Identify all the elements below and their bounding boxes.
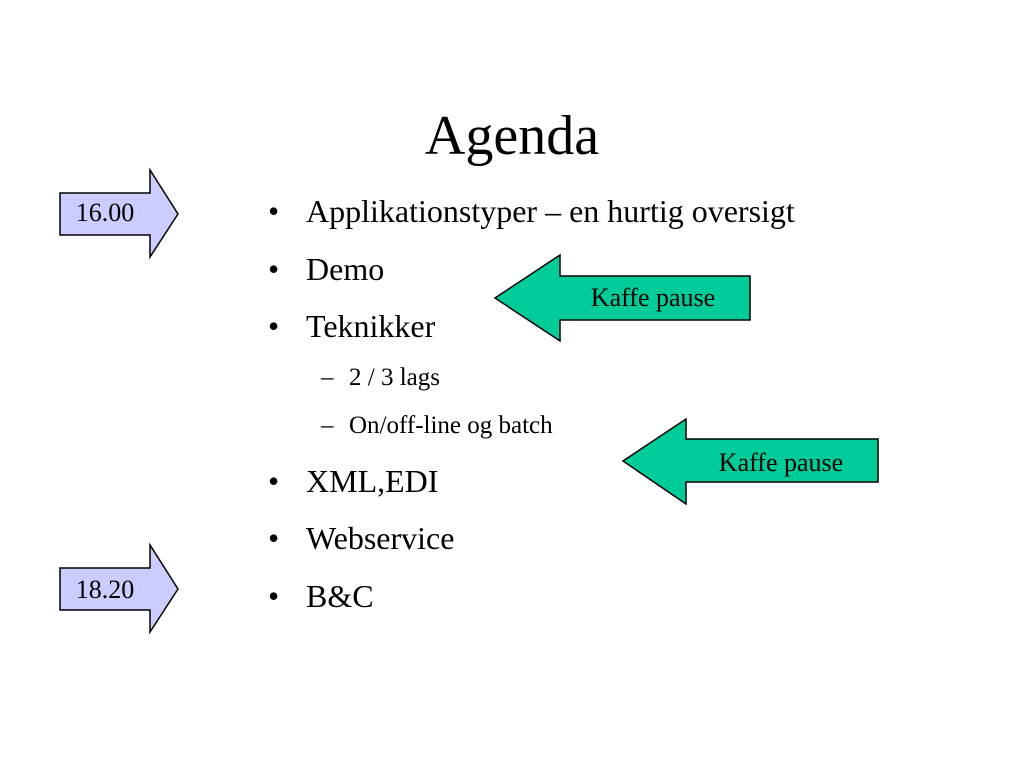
break-arrow: Kaffe pause <box>621 417 883 506</box>
break-label: Kaffe pause <box>590 283 716 312</box>
sub-bullet-marker: – <box>321 412 334 439</box>
bullet-text: Applikationstyper – en hurtig oversigt <box>306 193 795 229</box>
sub-bullet-item: – 2 / 3 lags <box>321 362 440 394</box>
left-arrow-shape <box>493 253 751 343</box>
bullet-text: B&C <box>306 578 374 614</box>
bullet-text: XML,EDI <box>306 463 439 499</box>
bullet-text: Demo <box>306 251 385 287</box>
bullet-item: • Demo <box>268 249 385 289</box>
break-arrow: Kaffe pause <box>493 253 755 344</box>
bullet-item: • Applikationstyper – en hurtig oversigt <box>268 191 795 231</box>
sub-bullet-item: – On/off-line og batch <box>321 410 553 442</box>
sub-bullet-text: On/off-line og batch <box>349 412 553 439</box>
slide-title: Agenda <box>424 105 600 167</box>
right-arrow-shape <box>59 542 179 635</box>
bullet-item: • Teknikker <box>268 306 436 346</box>
bullet-item: • XML,EDI <box>268 461 439 501</box>
right-arrow-icon <box>59 542 179 635</box>
start-time-arrow: 16.00 <box>59 167 180 260</box>
left-arrow-icon <box>621 417 879 506</box>
bullet-marker: • <box>268 578 280 614</box>
start-time-label: 16.00 <box>75 198 135 227</box>
break-label: Kaffe pause <box>718 448 844 477</box>
bullet-marker: • <box>268 520 280 556</box>
bullet-item: • B&C <box>268 576 374 616</box>
left-arrow-shape <box>621 417 879 506</box>
sub-bullet-marker: – <box>321 364 334 391</box>
bullet-marker: • <box>268 308 280 344</box>
sub-bullet-text: 2 / 3 lags <box>349 364 440 391</box>
end-time-label: 18.20 <box>75 575 135 604</box>
bullet-item: • Webservice <box>268 518 455 558</box>
bullet-text: Webservice <box>306 520 455 556</box>
bullet-marker: • <box>268 251 280 287</box>
right-arrow-icon <box>59 167 179 260</box>
bullet-marker: • <box>268 193 280 229</box>
bullet-text: Teknikker <box>306 308 436 344</box>
end-time-arrow: 18.20 <box>59 542 180 635</box>
right-arrow-shape <box>59 167 179 260</box>
bullet-marker: • <box>268 463 280 499</box>
left-arrow-icon <box>493 253 751 343</box>
